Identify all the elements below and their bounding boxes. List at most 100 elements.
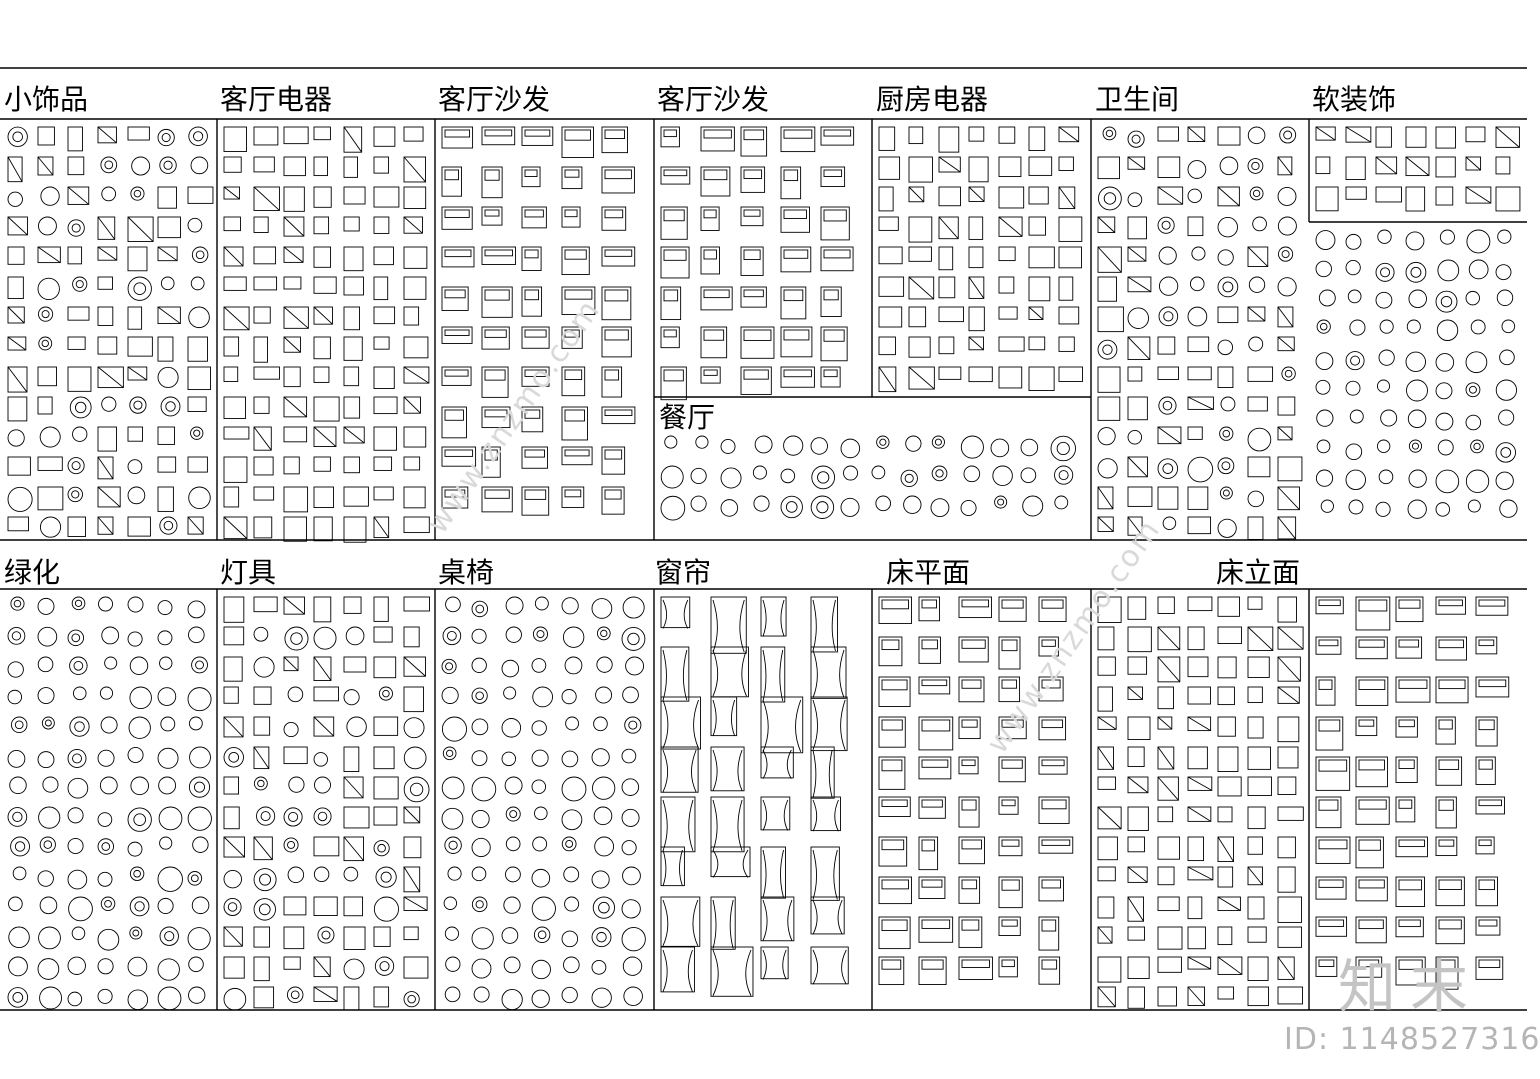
cad-symbol-rect bbox=[37, 156, 54, 176]
cad-symbol-rect bbox=[1217, 716, 1236, 737]
cad-symbol-round bbox=[1465, 290, 1480, 306]
cad-symbol-rect bbox=[1127, 866, 1148, 883]
cad-symbol-round-inner bbox=[446, 630, 457, 641]
cad-symbol-rect bbox=[253, 276, 278, 291]
cad-symbol-round bbox=[1345, 260, 1361, 276]
cad-symbol-round-inner bbox=[1281, 250, 1290, 259]
cad-symbol-rect bbox=[908, 276, 935, 300]
cad-symbol-sofa bbox=[700, 206, 720, 231]
cad-symbol-curtain-fold bbox=[712, 699, 736, 737]
cad-symbol-round bbox=[190, 426, 204, 440]
cad-symbol-rect bbox=[97, 516, 114, 535]
cad-symbol-round bbox=[97, 838, 115, 855]
cad-symbol-curtain-fold bbox=[762, 849, 784, 898]
cad-symbol-rect bbox=[1247, 746, 1271, 770]
cad-symbol-sofa bbox=[441, 126, 474, 149]
cad-symbol-sofa bbox=[878, 876, 912, 905]
cad-symbol-round-inner bbox=[133, 189, 142, 198]
cad-symbol-sofa-back bbox=[783, 169, 799, 182]
cad-symbol-curtain bbox=[760, 846, 786, 899]
cad-symbol-round-inner bbox=[536, 630, 545, 639]
cad-symbol-round bbox=[8, 896, 23, 912]
cad-symbol-round bbox=[1249, 186, 1264, 201]
cad-symbol-round bbox=[256, 806, 276, 826]
cad-symbol-sofa-back bbox=[1398, 919, 1421, 928]
cad-symbol-curtain bbox=[760, 696, 804, 754]
cad-symbol-sofa-back bbox=[484, 329, 507, 338]
cad-symbol-round bbox=[531, 658, 547, 673]
cad-symbol-rect bbox=[67, 336, 86, 350]
cad-symbol-rect bbox=[313, 156, 328, 177]
cad-symbol-round-inner bbox=[43, 840, 53, 849]
cad-symbol-curtain-fold bbox=[762, 699, 802, 752]
cad-symbol-rect-diagonal bbox=[97, 216, 116, 240]
cad-symbol-rect bbox=[878, 306, 903, 328]
cad-symbol-sofa-back bbox=[604, 329, 629, 341]
cad-symbol-sofa bbox=[521, 246, 542, 271]
cad-symbol-sofa bbox=[601, 126, 628, 154]
cad-symbol-sofa-back bbox=[1001, 679, 1018, 689]
cad-symbol-round bbox=[471, 927, 494, 950]
cad-symbol-rect bbox=[1277, 396, 1296, 416]
cad-symbol-rect-diagonal bbox=[1277, 656, 1301, 682]
cad-symbol-rect bbox=[1127, 986, 1145, 1009]
cad-symbol-rect bbox=[1247, 626, 1274, 651]
cad-symbol-sofa-back bbox=[524, 489, 547, 500]
cad-symbol-rect bbox=[313, 686, 339, 702]
cad-symbol-round bbox=[375, 866, 397, 888]
cad-symbol-round-inner bbox=[72, 753, 82, 764]
cad-symbol-rect bbox=[1247, 246, 1269, 267]
cad-symbol-curtain bbox=[810, 746, 835, 799]
cad-symbol-rect bbox=[1097, 246, 1122, 273]
cad-symbol-rect bbox=[223, 246, 244, 267]
cad-symbol-round bbox=[192, 836, 209, 853]
cad-symbol-round-inner bbox=[1222, 281, 1234, 293]
cad-symbol-rect bbox=[1247, 596, 1263, 610]
cad-symbol-rect bbox=[37, 486, 64, 511]
cad-symbol-sofa bbox=[601, 326, 632, 358]
cad-symbol-rect bbox=[1127, 746, 1145, 767]
cad-symbol-rect bbox=[37, 126, 55, 146]
cad-symbol-sofa bbox=[998, 836, 1023, 857]
cad-symbol-rect bbox=[1097, 276, 1117, 302]
cad-symbol-round bbox=[38, 216, 57, 236]
cad-symbol-curtain bbox=[710, 796, 745, 853]
cad-symbol-rect-diagonal bbox=[1028, 306, 1044, 320]
cad-symbol-sofa-back bbox=[484, 129, 513, 137]
cad-symbol-rect bbox=[1028, 186, 1049, 205]
cad-symbol-rect bbox=[1157, 686, 1174, 710]
cad-symbol-rect bbox=[908, 246, 932, 262]
cad-symbol-rect bbox=[1187, 486, 1209, 510]
cad-symbol-rect bbox=[1058, 156, 1074, 171]
cad-symbol-round bbox=[501, 659, 520, 678]
cad-symbol-rect bbox=[1157, 956, 1182, 973]
cad-symbol-round bbox=[67, 748, 87, 768]
cad-symbol-sofa bbox=[521, 446, 548, 469]
cad-symbol-sofa bbox=[1355, 916, 1387, 944]
cad-symbol-round bbox=[127, 486, 146, 505]
cad-symbol-round-inner bbox=[785, 501, 798, 513]
cad-symbol-rect bbox=[1157, 896, 1180, 912]
cad-symbol-round bbox=[157, 866, 183, 892]
cad-symbol-sofa bbox=[481, 366, 509, 398]
cad-symbol-sofa-back bbox=[703, 129, 732, 139]
cad-symbol-rect-diagonal bbox=[1277, 956, 1295, 980]
cad-symbol-rect bbox=[283, 276, 302, 290]
cad-symbol-round bbox=[127, 631, 143, 647]
cad-symbol-round-inner bbox=[12, 992, 24, 1003]
cad-symbol-round-inner bbox=[132, 929, 140, 937]
cad-symbol-round-inner bbox=[475, 604, 485, 614]
cad-symbol-round bbox=[1465, 414, 1482, 431]
cad-symbol-round bbox=[473, 986, 490, 1003]
cad-symbol-rect bbox=[1157, 716, 1173, 730]
cad-symbol-round bbox=[1501, 319, 1516, 334]
cad-symbol-sofa bbox=[820, 326, 848, 362]
cad-symbol-rect bbox=[1097, 216, 1116, 233]
cad-symbol-round bbox=[503, 956, 521, 974]
cad-symbol-rect bbox=[1097, 396, 1121, 421]
cad-symbol-rect-diagonal bbox=[968, 186, 985, 202]
cad-symbol-round bbox=[1050, 435, 1076, 462]
cad-symbol-sofa bbox=[441, 486, 469, 509]
cad-symbol-rect-diagonal bbox=[403, 396, 421, 414]
section-title-keting-shafa-1: 客厅沙发 bbox=[438, 83, 551, 116]
